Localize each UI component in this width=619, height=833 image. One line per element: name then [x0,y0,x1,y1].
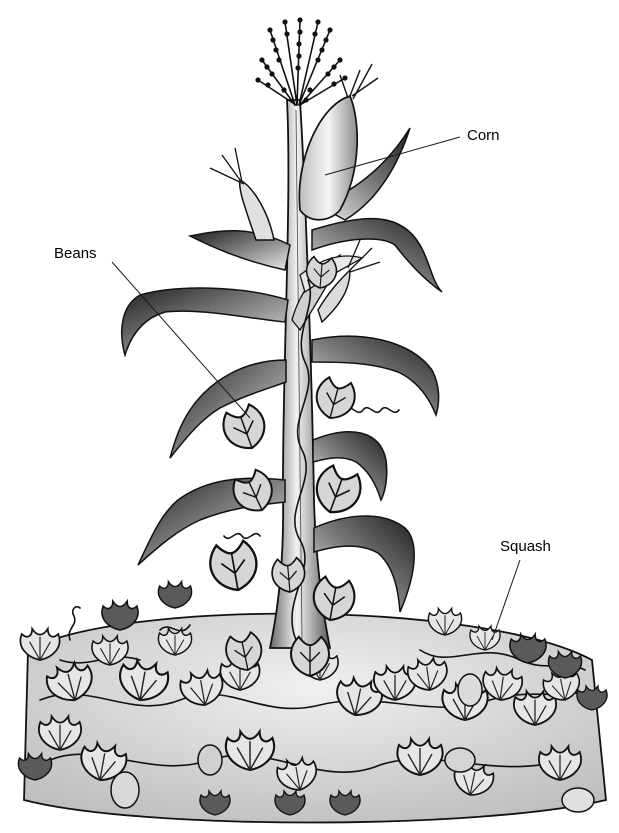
beans-label: Beans [54,245,97,262]
tassel-beads [255,17,347,102]
squash-leader-line [492,560,520,640]
corn-leaf-left-2 [122,288,288,355]
corn-leaf-left-3 [170,360,286,458]
squash-label: Squash [500,538,551,555]
corn-label: Corn [467,127,500,144]
bean-leaf-icon [219,402,272,455]
squash-fruit-icon [111,772,139,808]
bean-tendril-icon [345,408,399,413]
beans-leader-line [112,262,250,418]
corn-leaf-left-1 [190,231,290,270]
